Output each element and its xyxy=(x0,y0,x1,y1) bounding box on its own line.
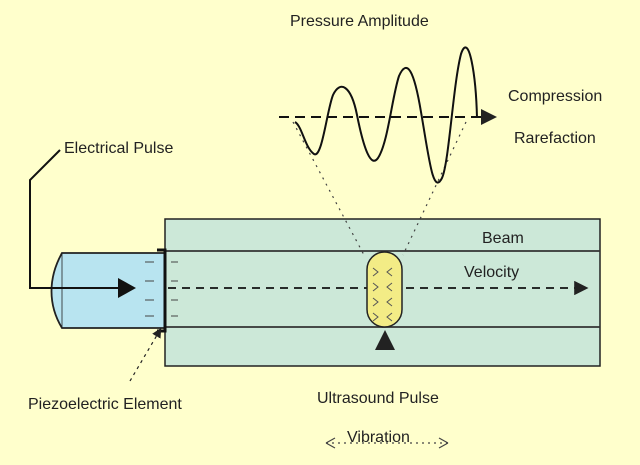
vibration-label: Vibration xyxy=(347,429,410,446)
pressure-amplitude-label: Pressure Amplitude xyxy=(290,13,429,30)
velocity-label: Velocity xyxy=(464,264,519,281)
transducer-housing xyxy=(50,252,166,329)
pulse-vibration-arrows xyxy=(372,267,393,322)
rarefaction-label: Rarefaction xyxy=(514,130,596,147)
ultrasound-pulse-label: Ultrasound Pulse xyxy=(317,390,439,407)
vibration-arrow-left-head xyxy=(325,437,336,449)
piezoelectric-element-label: Piezoelectric Element xyxy=(28,396,182,413)
piezoelectric-pointer xyxy=(129,327,162,382)
vibration-arrow-right-head xyxy=(438,437,449,449)
transducer-vibration-arrows xyxy=(145,261,178,317)
electrical-pulse-label: Electrical Pulse xyxy=(64,140,173,157)
electrical-wire xyxy=(29,149,118,289)
electrical-arrowhead xyxy=(118,278,136,298)
pressure-wave xyxy=(294,46,478,184)
compression-label: Compression xyxy=(508,88,602,105)
ultrasound-pulse-capsule xyxy=(366,251,403,328)
beam-label: Beam xyxy=(482,230,524,247)
